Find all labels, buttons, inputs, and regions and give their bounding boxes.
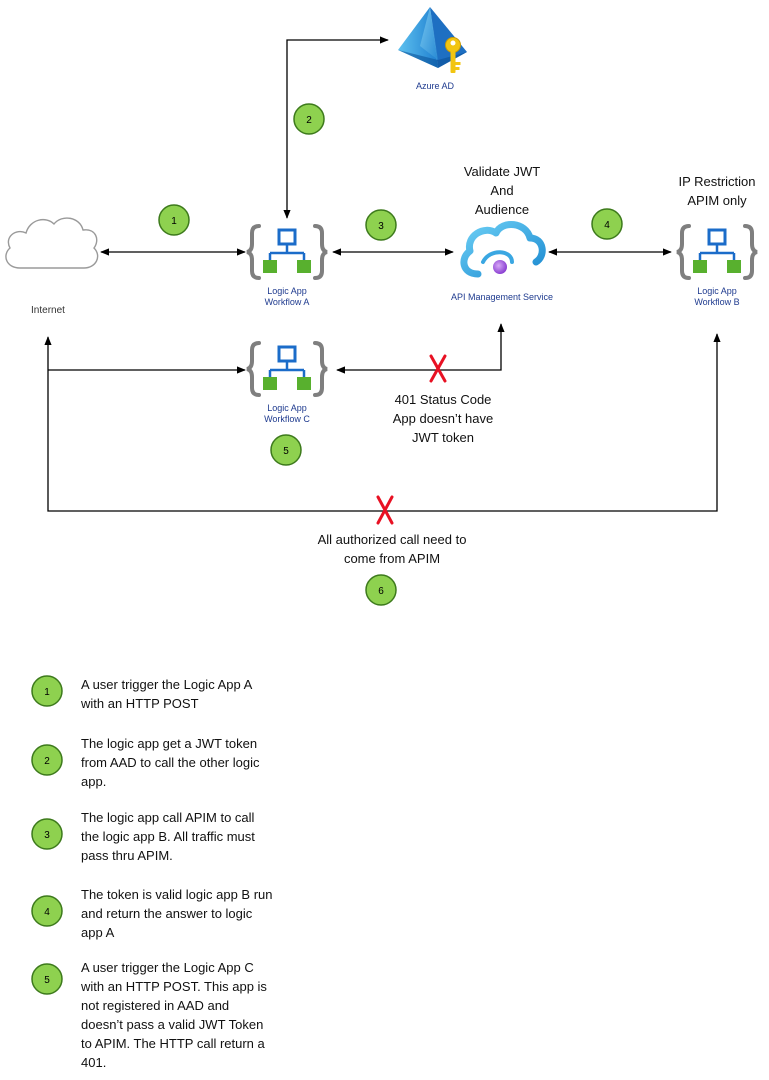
legend-item-4-text: The token is valid logic app B run and r… [81, 885, 306, 942]
apim-caption: Validate JWT And Audience [432, 162, 572, 219]
workflow-a-label-line2: Workflow A [264, 297, 310, 308]
legend-item-4-line2: and return the answer to logic [81, 906, 253, 921]
status-401-line1: 401 Status Code [394, 392, 492, 407]
legend-item-5-text: A user trigger the Logic App C with an H… [81, 958, 306, 1072]
apim-caption-line1: Validate JWT [463, 164, 541, 179]
legend-item-4-line1: The token is valid logic app B run [81, 887, 273, 902]
step-badge-3-number: 3 [378, 221, 384, 232]
legend-item-1-line2: with an HTTP POST [81, 696, 199, 711]
workflow-b-label-line2: Workflow B [694, 297, 740, 308]
legend-item-3-line3: pass thru APIM. [81, 848, 173, 863]
internet-label: Internet [31, 305, 65, 316]
legend-badge-1: 1 [31, 675, 63, 707]
step-badge-2: 2 [293, 103, 325, 135]
legend-item-5-line5: to APIM. The HTTP call return a [81, 1036, 265, 1051]
step-badge-6: 6 [365, 574, 397, 606]
authorized-line2: come from APIM [343, 551, 441, 566]
workflow-a-label-line1: Logic App [267, 286, 307, 296]
step-badge-5-number: 5 [283, 446, 289, 457]
workflow-c-label-line2: Workflow C [264, 414, 310, 425]
legend-badge-3-number: 3 [44, 830, 50, 841]
logic-app-workflow-c-icon [246, 341, 328, 397]
legend-badge-5-number: 5 [44, 975, 50, 986]
workflow-c-label-line1: Logic App [267, 403, 307, 413]
legend-item-2-line2: from AAD to call the other logic [81, 755, 260, 770]
x-mark-401-icon [429, 354, 447, 383]
connector-apim-workflow-c-401 [336, 323, 505, 374]
authorized-line1: All authorized call need to [317, 532, 467, 547]
logic-app-workflow-b-icon [676, 224, 758, 280]
legend-item-1-text: A user trigger the Logic App A with an H… [81, 675, 306, 713]
ip-restriction-line1: IP Restriction [678, 174, 756, 189]
azure-ad-label: Azure AD [415, 81, 455, 91]
workflow-b-label: Logic App Workflow B [677, 286, 757, 309]
step-badge-4-number: 4 [604, 220, 610, 231]
legend-item-5-line3: not registered in AAD and [81, 998, 230, 1013]
apim-caption-line2: And [490, 183, 514, 198]
internet-cloud-icon [5, 217, 99, 269]
legend-item-1-line1: A user trigger the Logic App A [81, 677, 253, 692]
azure-ad-icon [398, 7, 467, 73]
step-badge-4: 4 [591, 208, 623, 240]
connector-internet-workflow-b-loop [44, 333, 721, 512]
x-mark-authorized-icon [376, 495, 394, 525]
legend-badge-2: 2 [31, 744, 63, 776]
legend-item-3-line2: the logic app B. All traffic must [81, 829, 255, 844]
ip-restriction-caption: IP Restriction APIM only [652, 172, 769, 210]
apim-label: API Management Service [450, 292, 554, 302]
authorized-caption: All authorized call need to come from AP… [292, 530, 492, 568]
legend-item-5-line6: 401. [81, 1055, 107, 1070]
legend-item-2-line1: The logic app get a JWT token [81, 736, 258, 751]
step-badge-6-number: 6 [378, 586, 384, 597]
legend-item-5-line4: doesn’t pass a valid JWT Token [81, 1017, 264, 1032]
ip-restriction-line2: APIM only [687, 193, 747, 208]
legend-item-4-line3: app A [81, 925, 115, 940]
legend-badge-3: 3 [31, 818, 63, 850]
step-badge-3: 3 [365, 209, 397, 241]
workflow-c-label: Logic App Workflow C [247, 403, 327, 426]
logic-app-workflow-a-icon [246, 224, 328, 280]
step-badge-2-number: 2 [306, 115, 312, 126]
legend-item-5-line2: with an HTTP POST. This app is [81, 979, 267, 994]
step-badge-1-number: 1 [171, 216, 177, 227]
api-management-icon [460, 221, 546, 278]
legend-item-3-text: The logic app call APIM to call the logi… [81, 808, 306, 865]
legend-badge-5: 5 [31, 963, 63, 995]
legend-item-2-line3: app. [81, 774, 107, 789]
legend-badge-4: 4 [31, 895, 63, 927]
legend-item-3-line1: The logic app call APIM to call [81, 810, 255, 825]
connector-workflow-a-to-azure-ad [283, 36, 389, 219]
status-401-caption: 401 Status Code App doesn’t have JWT tok… [368, 390, 518, 447]
legend-badge-4-number: 4 [44, 907, 50, 918]
apim-caption-line3: Audience [474, 202, 530, 217]
status-401-line3: JWT token [412, 430, 474, 445]
step-badge-1: 1 [158, 204, 190, 236]
workflow-a-label: Logic App Workflow A [247, 286, 327, 309]
legend-item-2-text: The logic app get a JWT token from AAD t… [81, 734, 306, 791]
step-badge-5: 5 [270, 434, 302, 466]
workflow-b-label-line1: Logic App [697, 286, 737, 296]
status-401-line2: App doesn’t have [392, 411, 494, 426]
legend-badge-2-number: 2 [44, 756, 50, 767]
legend-item-5-line1: A user trigger the Logic App C [81, 960, 254, 975]
legend-badge-1-number: 1 [44, 687, 50, 698]
